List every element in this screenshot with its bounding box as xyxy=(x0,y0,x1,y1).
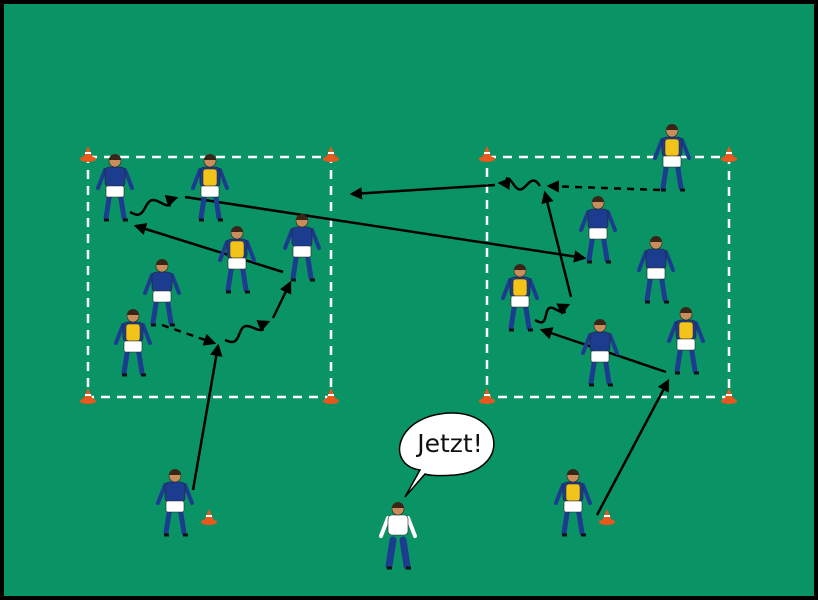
players-layer xyxy=(96,124,705,570)
dribble-arrow xyxy=(224,320,271,344)
pass-arrow xyxy=(595,378,670,516)
pass-arrow xyxy=(271,280,292,319)
cone-icon xyxy=(323,146,339,162)
cone-icon xyxy=(721,146,737,162)
cone-icon xyxy=(201,509,217,525)
player-blue xyxy=(156,469,194,537)
player-yellow-bib xyxy=(667,307,705,375)
player-yellow-bib xyxy=(114,309,152,377)
player-blue xyxy=(96,154,134,222)
cone-icon xyxy=(80,146,96,162)
cone-icon xyxy=(599,509,615,525)
coach-figure xyxy=(379,502,417,570)
speech-bubble: Jetzt! xyxy=(398,412,495,498)
player-yellow-bib xyxy=(501,264,539,332)
speech-text: Jetzt! xyxy=(415,429,483,458)
pass-arrow xyxy=(541,190,573,298)
player-blue xyxy=(637,236,675,304)
pass-arrow xyxy=(191,343,223,491)
cone-icon xyxy=(479,146,495,162)
right-grid-square xyxy=(485,155,731,399)
dashed-run-arrow xyxy=(161,323,217,346)
dribble-arrow xyxy=(534,303,571,324)
pass-arrow xyxy=(349,183,496,200)
player-blue xyxy=(581,319,619,387)
dashed-run-arrow xyxy=(546,180,661,193)
player-blue xyxy=(143,259,181,327)
cone-icon xyxy=(479,388,495,404)
pass-arrow xyxy=(133,223,284,274)
pass-arrow xyxy=(184,195,587,263)
player-blue xyxy=(283,214,321,282)
cone-icon xyxy=(721,388,737,404)
dribble-arrow xyxy=(129,194,179,216)
player-yellow-bib xyxy=(554,469,592,537)
cone-icon xyxy=(323,388,339,404)
cones-layer xyxy=(80,146,737,525)
cone-icon xyxy=(80,388,96,404)
dribble-arrow xyxy=(497,177,542,191)
player-yellow-bib xyxy=(191,154,229,222)
player-yellow-bib xyxy=(218,226,256,294)
player-blue xyxy=(579,196,617,264)
player-yellow-bib xyxy=(653,124,691,192)
